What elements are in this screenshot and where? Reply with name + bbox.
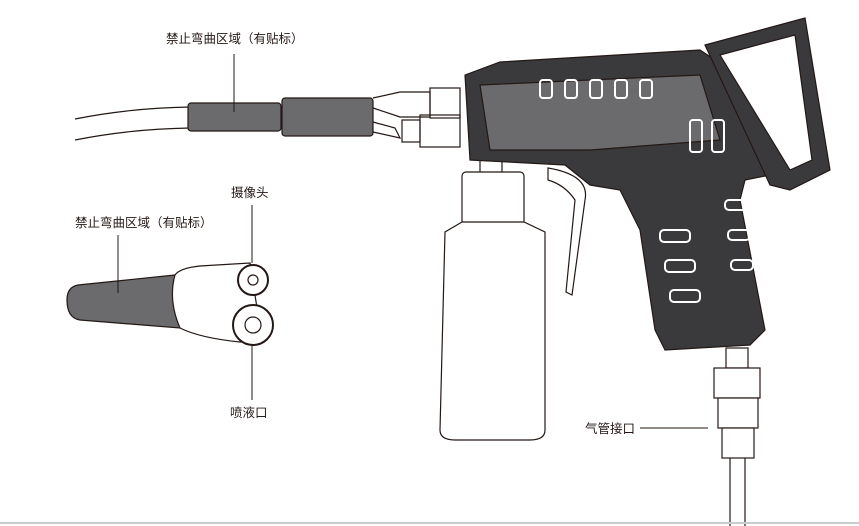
camera-lens	[237, 264, 269, 296]
spray-gun-body	[464, 49, 771, 351]
label-spray-nozzle: 喷液口	[230, 405, 268, 420]
probe-tip	[66, 262, 274, 346]
spray-nozzle	[232, 304, 274, 346]
leader-lines	[117, 54, 708, 429]
trigger	[547, 167, 587, 296]
label-air-hose-connector: 气管接口	[585, 421, 635, 436]
cable	[74, 106, 191, 141]
label-camera: 摄像头	[231, 185, 269, 200]
liquid-bottle	[439, 154, 546, 441]
display-screen	[704, 17, 831, 191]
label-no-bend-zone-probe: 禁止弯曲区域（有贴标）	[75, 215, 213, 230]
cable-connector	[372, 87, 461, 148]
air-hose-connector	[713, 347, 761, 526]
no-bend-sleeve-2	[281, 97, 374, 137]
label-no-bend-zone-top: 禁止弯曲区域（有贴标）	[166, 31, 304, 46]
